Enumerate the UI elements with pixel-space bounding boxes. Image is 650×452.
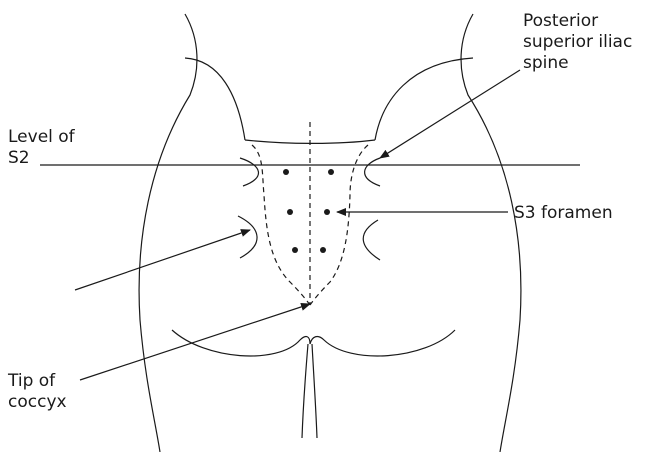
- right-flank-contour: [375, 58, 473, 140]
- foramen-s4-left: [292, 247, 298, 253]
- right-body-outline: [461, 14, 521, 452]
- foramen-s4-right: [320, 247, 326, 253]
- label-line: S2: [8, 148, 75, 169]
- foramen-s3-right: [324, 209, 330, 215]
- left-flank-contour: [185, 58, 245, 140]
- label-tip-of-coccyx: Tip of coccyx: [8, 371, 67, 413]
- coccyx-tip-arrow: [80, 304, 310, 380]
- label-line: Tip of: [8, 371, 67, 392]
- right-psis-curve: [365, 158, 380, 186]
- label-line: Level of: [8, 127, 75, 148]
- psis-arrow: [380, 70, 520, 158]
- left-side-arrow: [75, 230, 250, 290]
- label-posterior-superior-iliac-spine: Posterior superior iliac spine: [523, 11, 632, 74]
- foramen-s1-right: [328, 169, 334, 175]
- left-lower-curve: [238, 216, 257, 258]
- left-psis-curve: [240, 158, 258, 186]
- gluteal-cleft-left: [302, 344, 308, 438]
- foramen-s1-left: [283, 169, 289, 175]
- gluteal-cleft-right: [312, 344, 317, 438]
- sacrum-outline-left: [252, 145, 310, 305]
- label-line: S3 foramen: [514, 203, 613, 224]
- left-body-outline: [139, 14, 197, 452]
- label-s3-foramen: S3 foramen: [514, 203, 613, 224]
- foramen-s3-left: [287, 209, 293, 215]
- label-line: spine: [523, 53, 632, 74]
- right-lower-curve: [363, 220, 380, 260]
- sacrum-outline-right: [310, 145, 368, 305]
- label-line: Posterior: [523, 11, 632, 32]
- label-line: superior iliac: [523, 32, 632, 53]
- right-buttock-curve: [310, 330, 455, 356]
- label-level-of-s2: Level of S2: [8, 127, 75, 169]
- label-line: coccyx: [8, 392, 67, 413]
